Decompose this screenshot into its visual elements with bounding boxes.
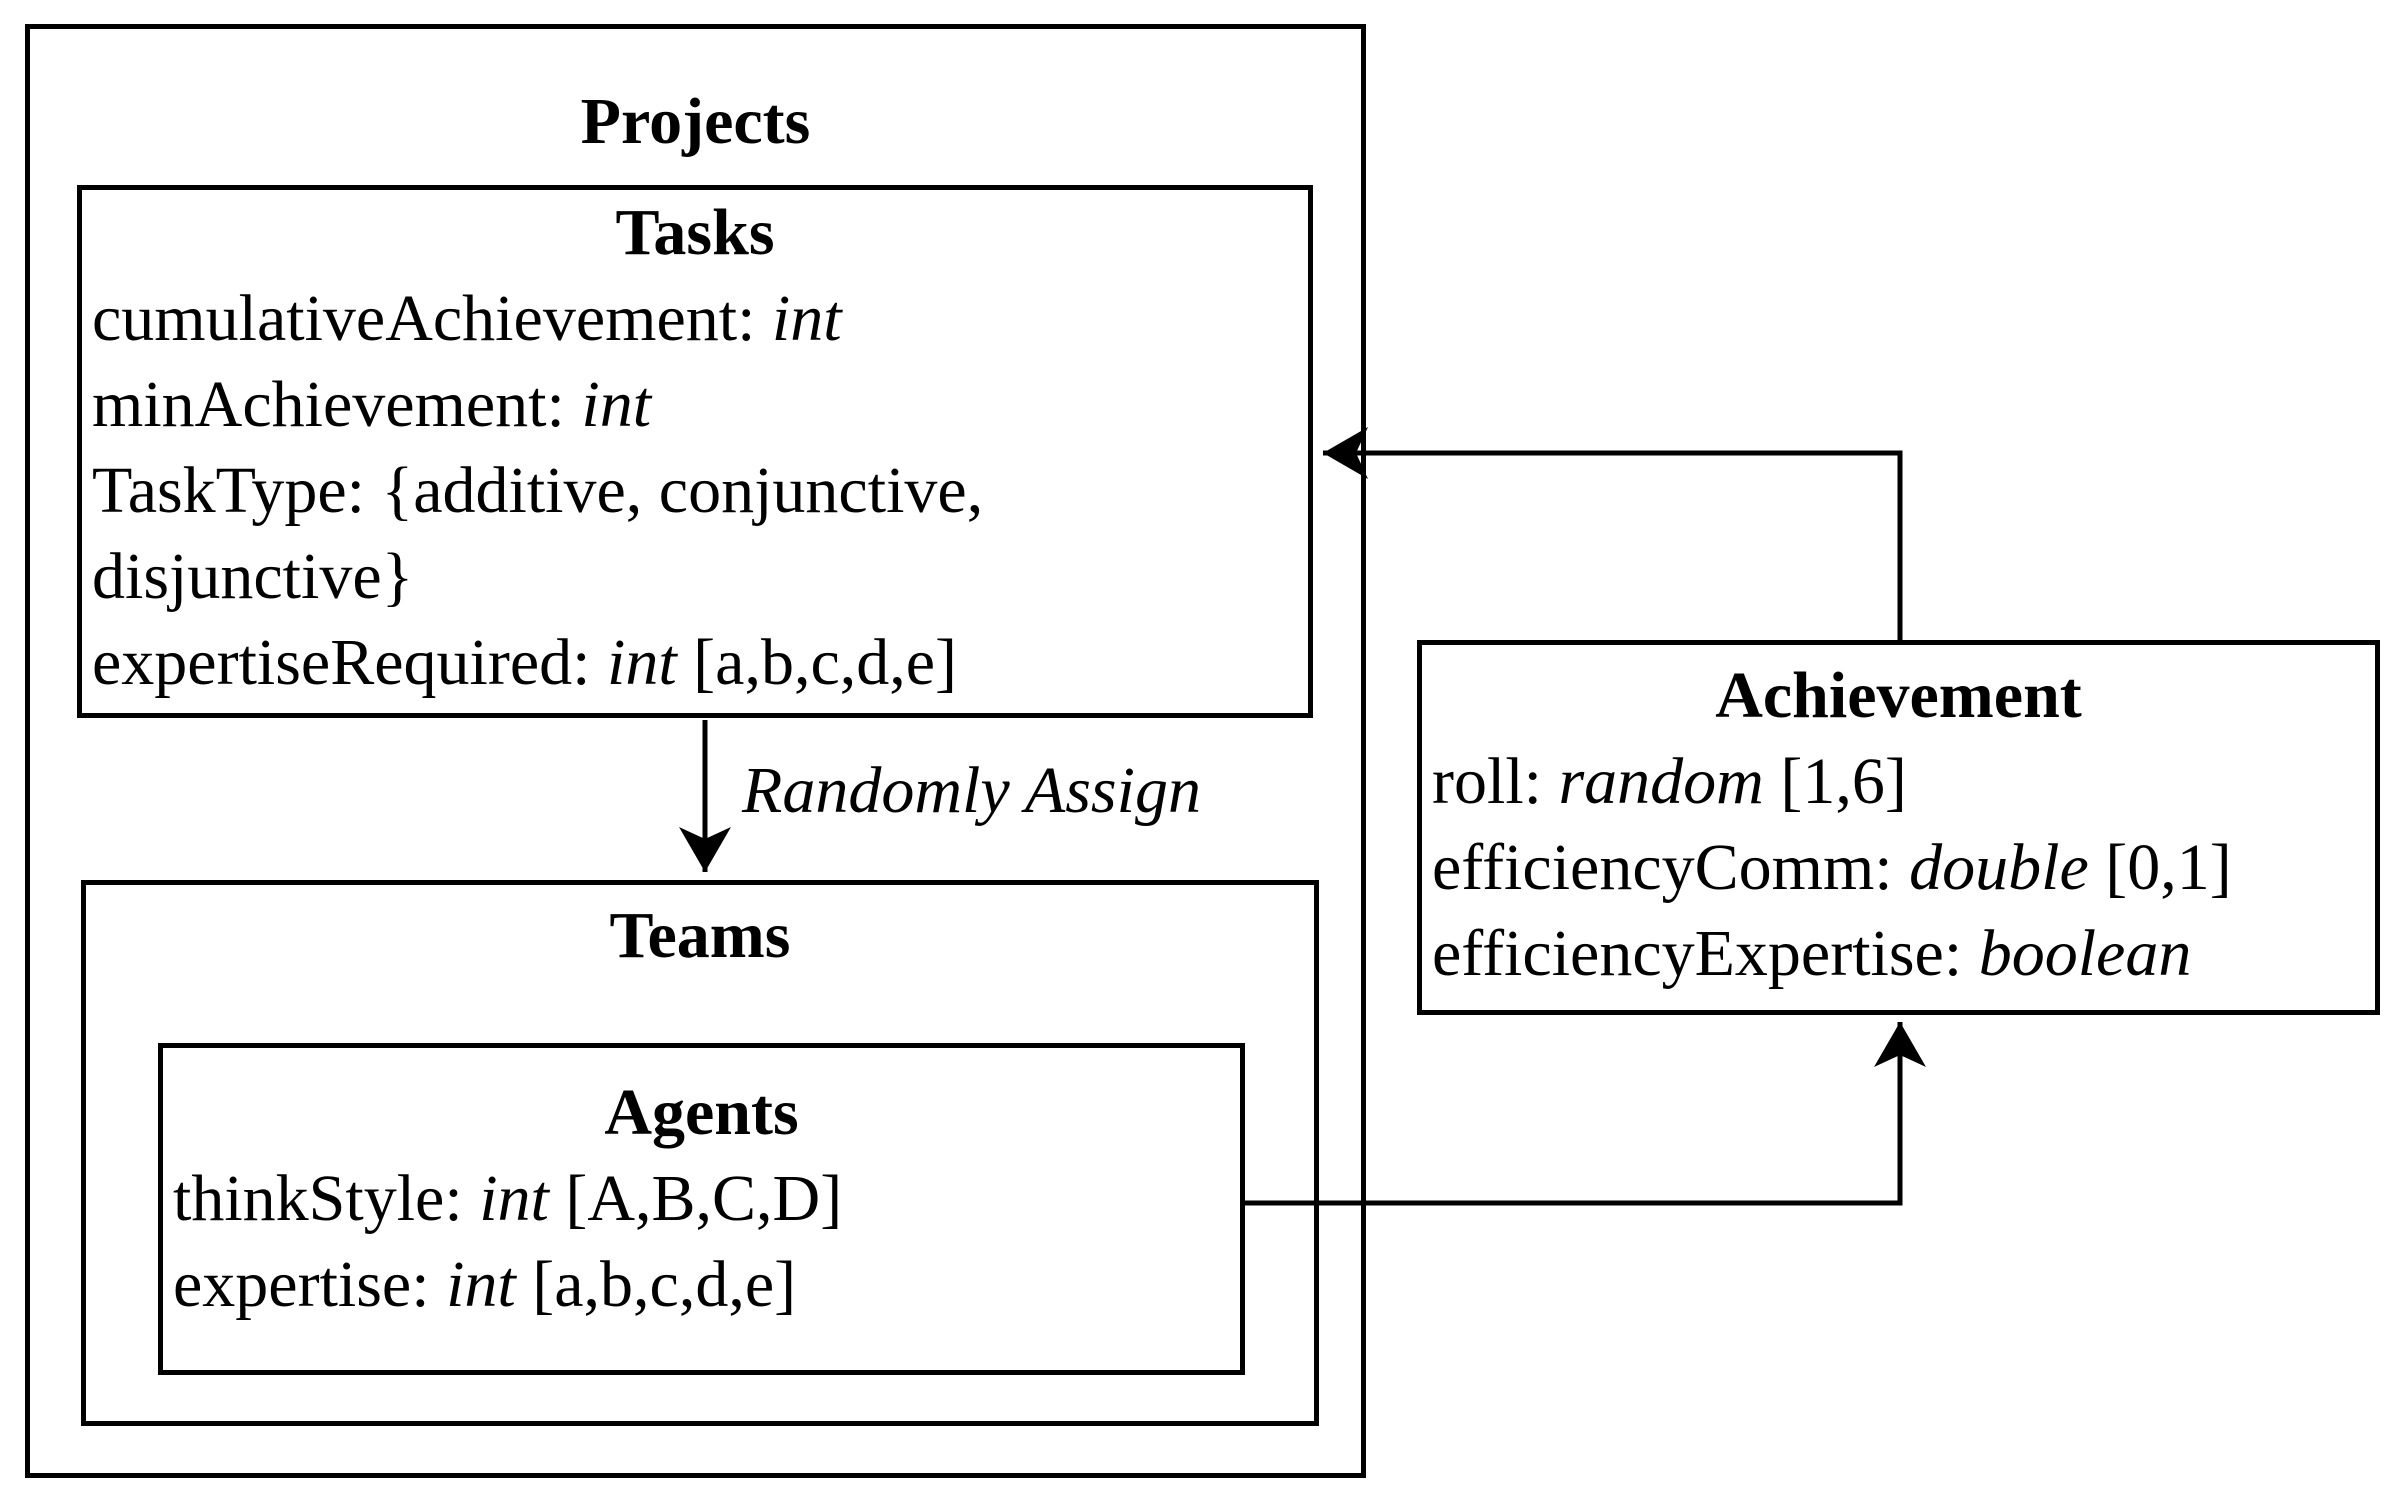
attr-name: efficiencyExpertise: (1432, 917, 1979, 990)
attr-name: expertiseRequired: (92, 626, 607, 699)
attr-name: cumulativeAchievement: (92, 282, 772, 355)
attribute-line: expertise: int [a,b,c,d,e] (173, 1242, 1232, 1328)
attr-type: int (606, 626, 677, 699)
attr-name: minAchievement: (92, 368, 582, 441)
teams-title: Teams (609, 899, 791, 972)
tasks-attributes: cumulativeAchievement: int minAchievemen… (82, 276, 1308, 706)
achievement-title: Achievement (1715, 659, 2082, 732)
attr-type: int (479, 1162, 549, 1235)
attribute-line: efficiencyComm: double [0,1] (1432, 825, 2367, 911)
projects-title: Projects (580, 85, 811, 158)
attr-type: random (1558, 745, 1764, 818)
tasks-title: Tasks (615, 196, 775, 269)
attr-suffix: [A,B,C,D] (548, 1162, 843, 1235)
attr-name: roll: (1432, 745, 1559, 818)
attr-type: int (771, 282, 842, 355)
agents-attributes: thinkStyle: int [A,B,C,D] expertise: int… (163, 1156, 1240, 1328)
attribute-line: TaskType: {additive, conjunctive, disjun… (92, 448, 1300, 620)
achievement-box: Achievement roll: random [1,6] efficienc… (1417, 640, 2380, 1015)
attribute-line: roll: random [1,6] (1432, 739, 2367, 825)
randomly-assign-label: Randomly Assign (742, 754, 1201, 827)
attribute-line: expertiseRequired: int [a,b,c,d,e] (92, 620, 1300, 706)
attr-name: TaskType: {additive, conjunctive, disjun… (92, 454, 984, 613)
attr-type: int (581, 368, 652, 441)
agents-box: Agents thinkStyle: int [A,B,C,D] experti… (158, 1043, 1245, 1375)
attr-suffix: [a,b,c,d,e] (515, 1248, 797, 1321)
attribute-line: efficiencyExpertise: boolean (1432, 911, 2367, 997)
attr-type: int (446, 1248, 516, 1321)
attribute-line: thinkStyle: int [A,B,C,D] (173, 1156, 1232, 1242)
attr-suffix: [1,6] (1763, 745, 1907, 818)
achievement-attributes: roll: random [1,6] efficiencyComm: doubl… (1422, 739, 2375, 997)
attribute-line: minAchievement: int (92, 362, 1300, 448)
tasks-box: Tasks cumulativeAchievement: int minAchi… (77, 185, 1313, 718)
attr-name: thinkStyle: (173, 1162, 480, 1235)
attr-name: expertise: (173, 1248, 447, 1321)
attr-name: efficiencyComm: (1432, 831, 1910, 904)
attribute-line: cumulativeAchievement: int (92, 276, 1300, 362)
attr-suffix: [0,1] (2088, 831, 2232, 904)
arrow-achievement-to-tasks (1323, 427, 1903, 640)
projects-box: Projects (25, 24, 1366, 1478)
attr-suffix: [a,b,c,d,e] (676, 626, 958, 699)
agents-title: Agents (604, 1076, 799, 1149)
attr-type: boolean (1978, 917, 2192, 990)
attr-type: double (1909, 831, 2089, 904)
